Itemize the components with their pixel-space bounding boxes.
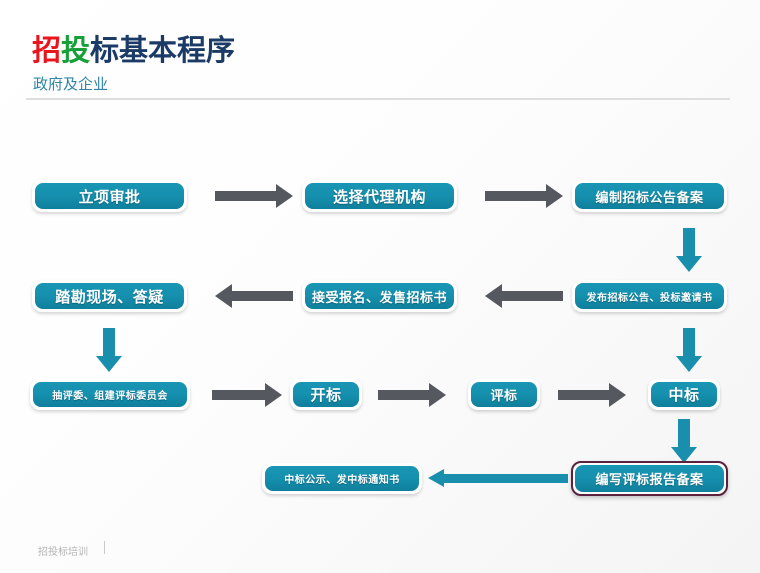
teal-arrow-down-icon	[96, 328, 122, 372]
flow-node-label: 编制招标公告备案	[575, 183, 724, 209]
flow-node-选择代理机构[interactable]: 选择代理机构	[302, 180, 457, 212]
arrow-head	[671, 447, 697, 463]
flow-node-编制招标公告备案[interactable]: 编制招标公告备案	[572, 180, 727, 212]
flow-node-立项审批[interactable]: 立项审批	[32, 180, 187, 212]
flow-node-label: 抽评委、组建评标委员会	[33, 382, 187, 407]
flow-node-发布招标公告投标邀请书[interactable]: 发布招标公告、投标邀请书	[572, 280, 727, 312]
gray-arrow-right-icon	[378, 383, 446, 407]
page-title-char-1: 招	[32, 35, 62, 67]
arrow-shaft	[231, 291, 293, 301]
page-title: 招投标基本程序	[32, 27, 235, 69]
gray-arrow-right-icon	[485, 184, 563, 208]
footer-label: 招投标培训	[38, 547, 88, 558]
arrow-head	[429, 383, 446, 407]
gray-arrow-right-icon	[212, 383, 282, 407]
page-title-rest: 标基本程序	[90, 35, 236, 67]
flow-node-label: 选择代理机构	[305, 183, 454, 209]
footer-separator	[104, 541, 105, 554]
flow-node-编写评标报告备案[interactable]: 编写评标报告备案	[571, 461, 728, 496]
arrow-shaft	[212, 390, 266, 400]
page-title-char-2: 投	[61, 35, 91, 67]
flow-node-label: 评标	[471, 382, 537, 407]
arrow-head	[546, 184, 563, 208]
teal-arrow-left-icon	[428, 469, 568, 488]
arrow-head	[676, 356, 702, 372]
arrow-head	[485, 284, 502, 308]
header-divider	[26, 98, 730, 100]
flow-node-label: 中标公示、发中标通知书	[265, 466, 419, 491]
arrow-shaft	[215, 191, 277, 201]
flow-node-中标公示发中标通知书[interactable]: 中标公示、发中标通知书	[262, 463, 422, 494]
arrow-shaft	[683, 228, 695, 258]
arrow-shaft	[501, 291, 563, 301]
flow-node-开标[interactable]: 开标	[290, 379, 362, 410]
flow-node-label: 开标	[293, 382, 359, 407]
flow-node-中标[interactable]: 中标	[648, 379, 720, 410]
arrow-shaft	[378, 390, 430, 400]
arrow-shaft	[683, 328, 695, 358]
arrow-shaft	[485, 191, 547, 201]
flow-node-label: 踏勘现场、答疑	[35, 283, 184, 309]
flow-node-label: 编写评标报告备案	[575, 465, 724, 492]
gray-arrow-right-icon	[215, 184, 293, 208]
teal-arrow-down-icon	[671, 419, 697, 463]
slide-header: 招投标基本程序 政府及企业	[0, 0, 760, 100]
arrow-shaft	[444, 474, 568, 483]
gray-arrow-left-icon	[215, 284, 293, 308]
arrow-head	[276, 184, 293, 208]
arrow-head	[428, 469, 444, 487]
flow-node-抽评委组建评标委员会[interactable]: 抽评委、组建评标委员会	[30, 379, 190, 410]
flow-node-label: 发布招标公告、投标邀请书	[575, 283, 724, 309]
flow-node-接受报名发售招标书[interactable]: 接受报名、发售招标书	[302, 280, 457, 312]
flow-node-踏勘现场答疑[interactable]: 踏勘现场、答疑	[32, 280, 187, 312]
arrow-shaft	[558, 390, 610, 400]
arrow-head	[215, 284, 232, 308]
arrow-head	[265, 383, 282, 407]
arrow-shaft	[103, 328, 115, 358]
teal-arrow-down-icon	[676, 228, 702, 272]
arrow-head	[609, 383, 626, 407]
teal-arrow-down-icon	[676, 328, 702, 372]
arrow-shaft	[678, 419, 690, 449]
flow-node-label: 接受报名、发售招标书	[305, 283, 454, 309]
arrow-head	[676, 256, 702, 272]
flow-node-label: 中标	[651, 382, 717, 407]
page-subtitle: 政府及企业	[33, 76, 109, 93]
flow-node-label: 立项审批	[35, 183, 184, 209]
gray-arrow-left-icon	[485, 284, 563, 308]
flow-node-评标[interactable]: 评标	[468, 379, 540, 410]
arrow-head	[96, 356, 122, 372]
gray-arrow-right-icon	[558, 383, 626, 407]
